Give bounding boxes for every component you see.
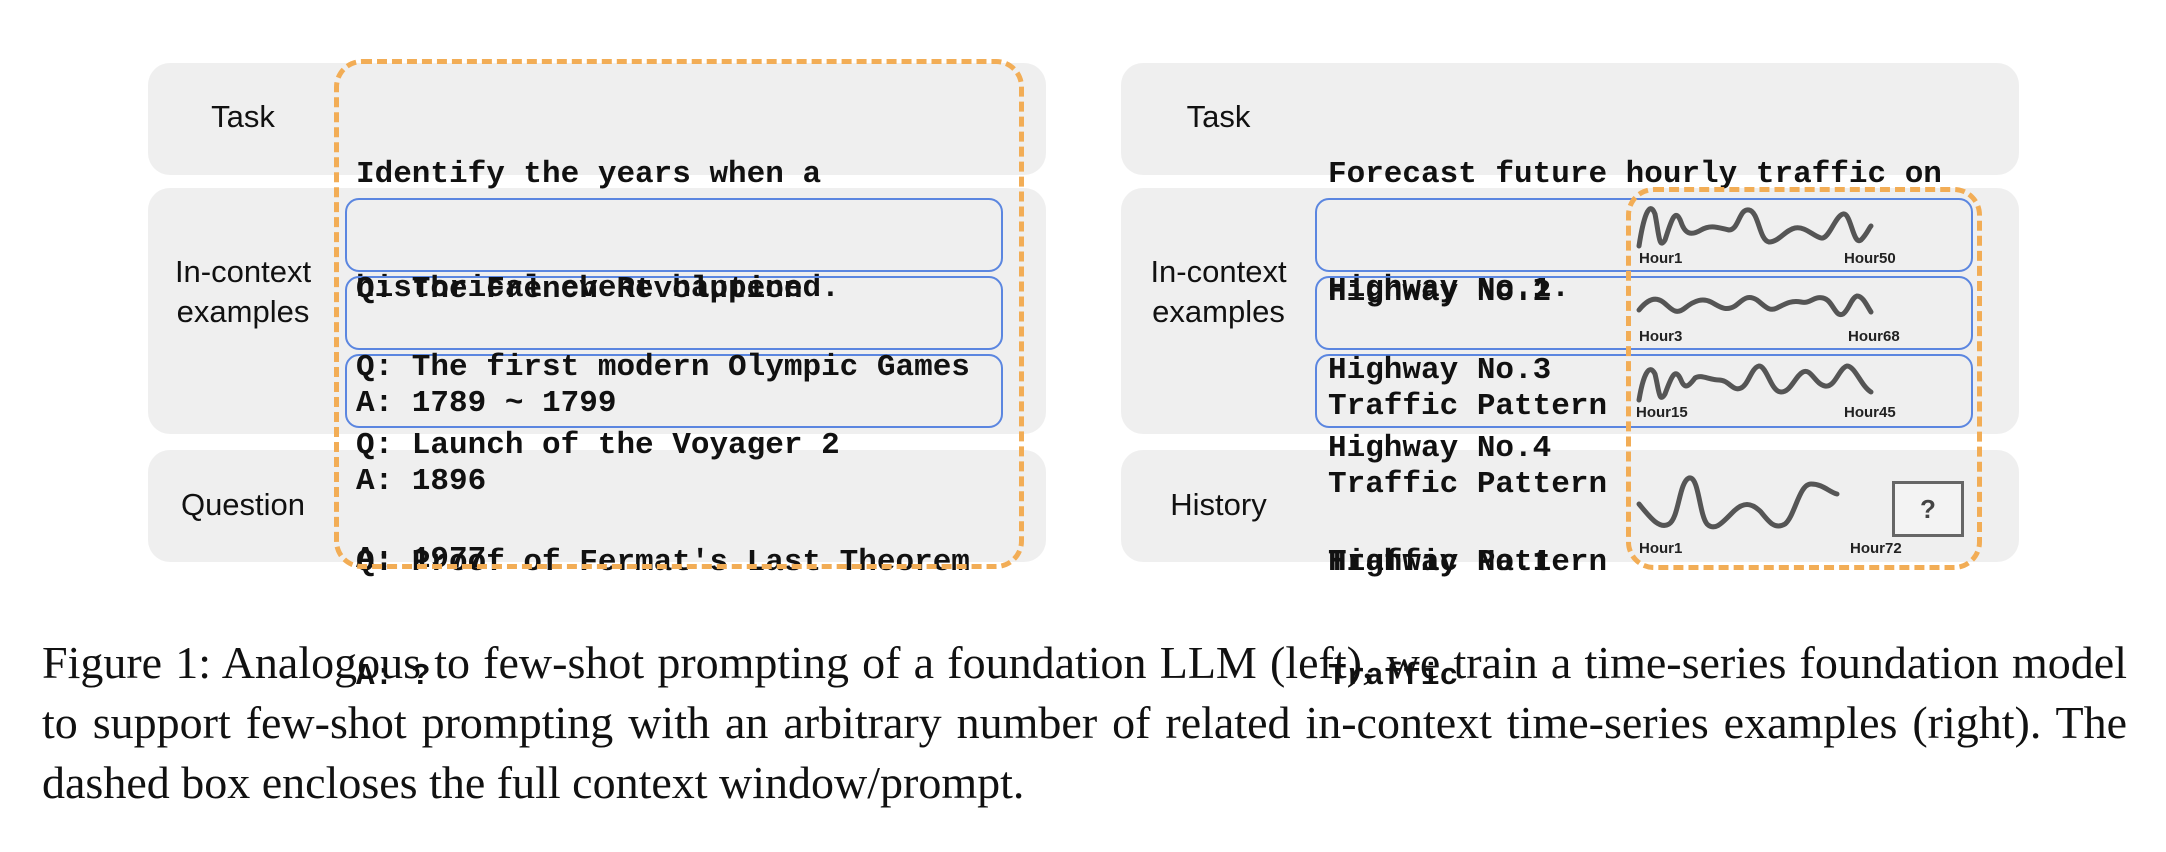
left-example-1-question: Q: The French Revolution <box>356 272 803 307</box>
right-history-label: History <box>1170 487 1267 522</box>
right-incontext-label-line2: examples <box>1152 294 1285 329</box>
right-example-1-end: Hour50 <box>1844 250 1896 267</box>
right-task-label: Task <box>1186 99 1251 134</box>
left-example-2-answer: A: 1896 <box>356 464 487 499</box>
left-incontext-label-line1: In-context <box>174 254 312 289</box>
right-task-band <box>1121 63 2019 175</box>
right-example-box-3 <box>1315 354 1973 428</box>
right-task-text-line1: Forecast future hourly traffic on <box>1328 157 1942 192</box>
traffic-wave-highway-1-history <box>1636 475 1840 530</box>
left-example-box-3 <box>345 354 1003 428</box>
left-incontext-band <box>148 188 1046 434</box>
right-example-box-2 <box>1315 276 1973 350</box>
left-example-3: Q: Launch of the Voyager 2 A: 1977 <box>356 351 840 655</box>
left-question-band <box>148 450 1046 562</box>
left-question-answer: A: ? <box>356 659 431 694</box>
right-example-1-line2: Traffic Pattern <box>1328 389 1608 424</box>
left-example-3-question: Q: Launch of the Voyager 2 <box>356 428 840 463</box>
right-example-2-end: Hour68 <box>1848 328 1900 345</box>
right-example-1-start: Hour1 <box>1639 250 1683 267</box>
right-history-line1: Highway No.1 <box>1328 545 1552 580</box>
right-example-3-end: Hour45 <box>1844 404 1896 421</box>
right-example-1-text: Highway No.2 Traffic Pattern <box>1328 198 1607 502</box>
right-history-end: Hour72 <box>1850 540 1902 557</box>
left-example-3-answer: A: 1977 <box>356 542 487 577</box>
right-history-text: Highway No.1 Traffic <box>1328 468 1551 772</box>
left-task-band <box>148 63 1046 175</box>
left-example-1-answer: A: 1789 ~ 1799 <box>356 386 617 421</box>
left-question: Q: Proof of Fermat's Last Theorem A: ? <box>356 468 970 772</box>
right-example-3-text: Highway No.4 Traffic Pattern <box>1328 354 1607 658</box>
right-incontext-label-line1: In-context <box>1150 254 1287 289</box>
right-example-3-line2: Traffic Pattern <box>1328 545 1608 580</box>
right-context-window <box>1626 187 1982 570</box>
right-example-2-line2: Traffic Pattern <box>1328 467 1608 502</box>
right-example-2-start: Hour3 <box>1639 328 1683 345</box>
left-example-box-1 <box>345 198 1003 272</box>
right-history-line2: Traffic <box>1328 659 1459 694</box>
traffic-wave-highway-2 <box>1636 206 1874 249</box>
left-example-2-question: Q: The first modern Olympic Games <box>356 350 970 385</box>
right-incontext-label: In-context examples <box>1121 252 1316 332</box>
right-example-3-start: Hour15 <box>1636 404 1688 421</box>
forecast-unknown-mark: ? <box>1920 494 1936 524</box>
right-example-2-text: Highway No.3 Traffic Pattern <box>1328 276 1607 580</box>
left-incontext-label-line2: examples <box>176 294 310 329</box>
figure-caption: Figure 1: Analogous to few-shot promptin… <box>42 637 2127 808</box>
left-context-window <box>334 59 1024 569</box>
left-question-text: Q: Proof of Fermat's Last Theorem <box>356 545 970 580</box>
left-incontext-label: In-context examples <box>148 252 338 332</box>
right-example-3-line1: Highway No.4 <box>1328 431 1552 466</box>
left-question-label: Question <box>180 487 306 522</box>
right-history-band <box>1121 450 2019 562</box>
left-example-1: Q: The French Revolution A: 1789 ~ 1799 <box>356 195 802 499</box>
right-example-1-line1: Highway No.2 <box>1328 275 1552 310</box>
left-task-text-line1: Identify the years when a <box>356 157 822 192</box>
forecast-unknown-box: ? <box>1892 481 1964 537</box>
left-example-2: Q: The first modern Olympic Games A: 189… <box>356 273 970 577</box>
traffic-wave-highway-4 <box>1636 363 1874 403</box>
traffic-wave-highway-3 <box>1636 293 1874 317</box>
right-example-2-line1: Highway No.3 <box>1328 353 1552 388</box>
left-task-label: Task <box>211 99 275 134</box>
left-example-box-2 <box>345 276 1003 350</box>
